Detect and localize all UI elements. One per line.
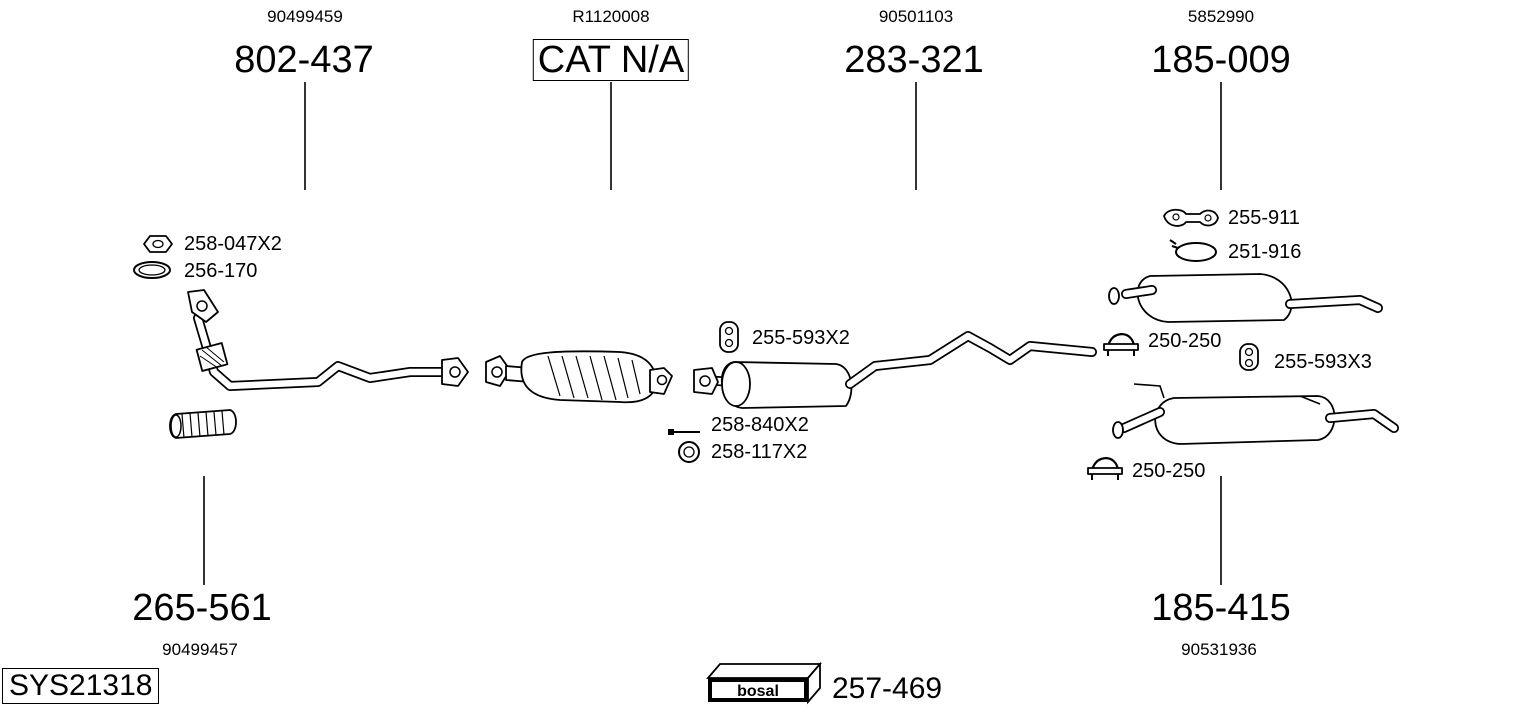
accessory-label-nut[interactable]: 258-047X2 (184, 233, 282, 255)
rear-muffler-upper-drawing (1108, 273, 1383, 323)
oem-number-cat: R1120008 (572, 7, 650, 26)
catalytic-converter-drawing (485, 350, 673, 404)
accessory-label-rubber-mount-rear[interactable]: 255-593X3 (1274, 351, 1372, 373)
oem-number-185-415: 90531936 (1181, 640, 1257, 659)
center-muffler-drawing (693, 331, 1097, 409)
rubber-mount-icon-lower (1239, 343, 1259, 371)
front-pipe-drawing (187, 289, 469, 391)
accessory-label-washer[interactable]: 258-117X2 (711, 441, 808, 463)
accessory-label-gasket[interactable]: 256-170 (184, 260, 258, 282)
bolt-icon (668, 429, 700, 435)
accessory-label-u-clamp-lower[interactable]: 250-250 (1132, 460, 1206, 482)
oem-number-185-009: 5852990 (1187, 7, 1255, 26)
part-number-185-415[interactable]: 185-415 (1151, 587, 1291, 629)
accessory-label-bolt[interactable]: 258-840X2 (711, 414, 809, 436)
part-number-802-437[interactable]: 802-437 (234, 39, 374, 81)
clamp-icon (1169, 239, 1217, 262)
hanger-bracket-icon (1163, 208, 1219, 227)
part-number-cat[interactable]: CAT N/A (532, 39, 690, 81)
part-number-283-321[interactable]: 283-321 (844, 39, 984, 81)
oem-number-265-561: 90499457 (162, 640, 238, 659)
washer-icon (678, 441, 700, 463)
oem-number-283-321: 90501103 (878, 7, 954, 26)
oem-number-802-437: 90499459 (267, 7, 343, 26)
bosal-box-logo: bosal (706, 661, 822, 705)
brand-part-number[interactable]: 257-469 (832, 672, 943, 705)
accessory-label-rubber-mount[interactable]: 255-593X2 (752, 327, 850, 349)
rear-muffler-lower-drawing (1112, 383, 1399, 445)
bosal-logo-text: bosal (737, 683, 779, 700)
accessory-label-u-clamp-upper[interactable]: 250-250 (1148, 330, 1222, 352)
gasket-ring-icon (133, 261, 171, 279)
nut-icon (143, 235, 173, 253)
accessory-label-hanger[interactable]: 255-911 (1228, 207, 1300, 229)
u-clamp-icon-upper (1103, 333, 1139, 356)
u-clamp-icon-lower (1087, 457, 1123, 480)
part-number-265-561[interactable]: 265-561 (132, 587, 272, 629)
accessory-label-clamp[interactable]: 251-916 (1228, 241, 1302, 263)
part-number-185-009[interactable]: 185-009 (1151, 39, 1291, 81)
flex-pipe-drawing (169, 409, 237, 439)
system-code: SYS21318 (2, 668, 160, 704)
rubber-mount-icon (719, 321, 739, 353)
